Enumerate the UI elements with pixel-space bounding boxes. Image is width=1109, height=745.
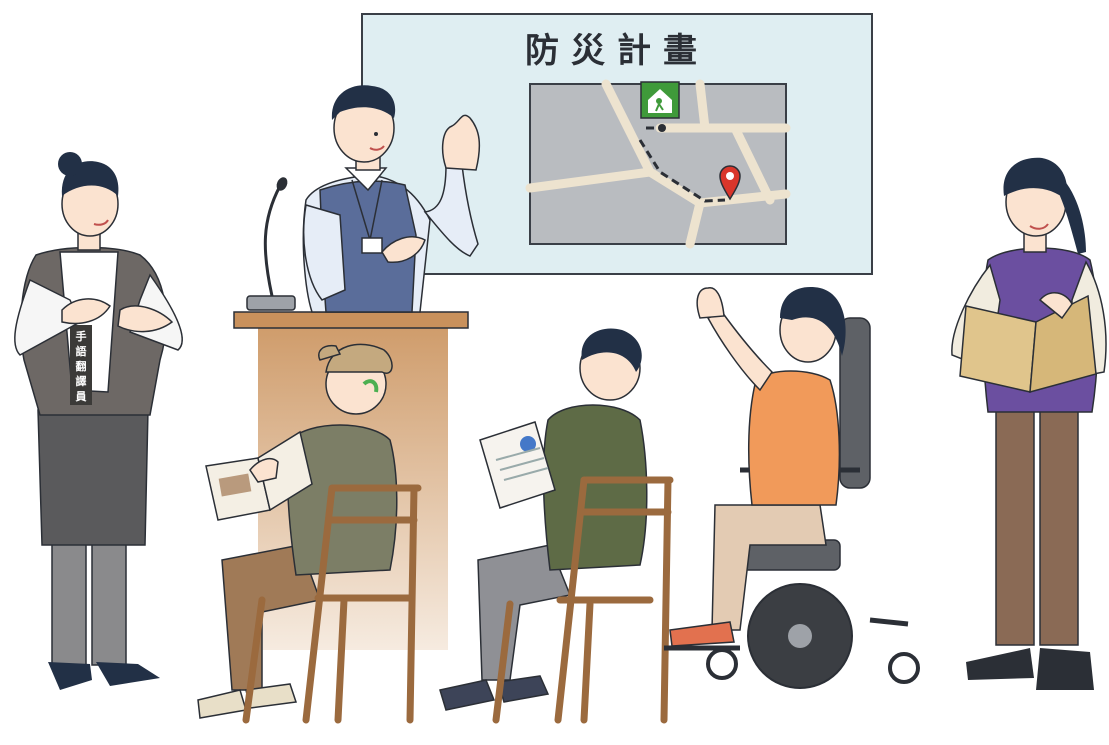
document-folder <box>959 294 1097 394</box>
projection-screen: 防災計畫 <box>361 13 873 275</box>
audience-member-cap <box>197 343 398 719</box>
svg-text:翻: 翻 <box>76 359 87 373</box>
svg-text:譯: 譯 <box>76 374 87 388</box>
slide-title: 防災計畫 <box>525 31 709 71</box>
emergency-exit-icon <box>640 81 680 119</box>
wooden-chair <box>242 484 422 724</box>
handout-paper <box>479 421 556 509</box>
microphone-icon <box>246 177 296 311</box>
staff-member <box>951 157 1107 690</box>
svg-text:手: 手 <box>76 329 87 343</box>
sign-language-interpreter: 手 語 翻 譯 員 <box>14 152 183 690</box>
svg-text:員: 員 <box>75 390 87 403</box>
hearing-aid-icon <box>362 379 379 393</box>
wheelchair-user <box>664 287 920 689</box>
interpreter-vest-label: 手 語 翻 譯 員 <box>70 325 92 405</box>
presenter <box>302 85 481 313</box>
map-pin-icon <box>719 165 741 201</box>
wooden-chair <box>492 476 674 724</box>
audience-member-paper <box>439 328 648 711</box>
svg-text:語: 語 <box>76 344 87 358</box>
